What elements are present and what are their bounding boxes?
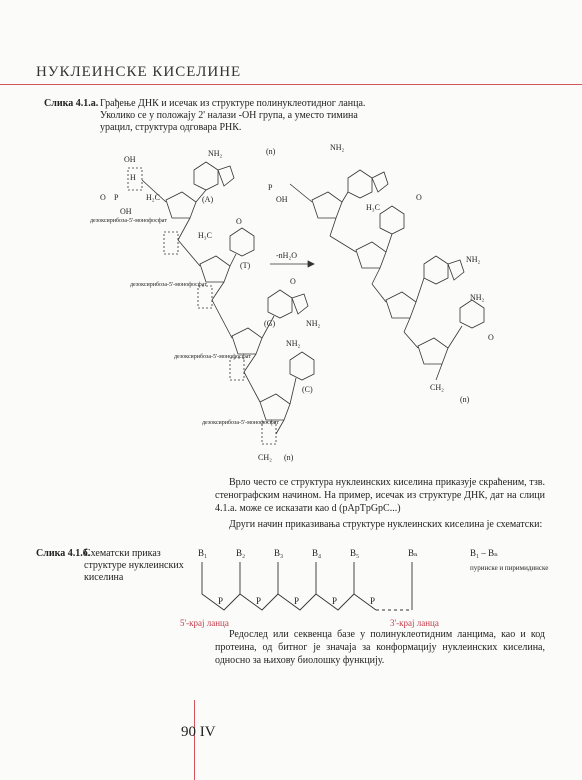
base-label-c: (C) xyxy=(302,385,313,394)
figure-2-schematic: B₁ B₂ B₃ B₄ B₅ Bₙ P P P P P B₁ – Bₙ пури… xyxy=(180,548,550,628)
paragraph-schematic: Други начин приказивања структуре нуклеи… xyxy=(229,519,543,530)
five-prime-end-label: 5'-крај ланца xyxy=(180,618,229,628)
svg-text:H₃C: H₃C xyxy=(366,203,380,212)
chain-unit-2 xyxy=(239,562,279,611)
page-header-title: НУКЛЕИНСКЕ КИСЕЛИНЕ xyxy=(36,64,242,80)
svg-text:(n): (n) xyxy=(266,147,276,156)
three-prime-end-label: 3'-крај ланца xyxy=(390,618,439,628)
reaction-condition: -nH₂O xyxy=(276,251,297,260)
legend-symbol: B₁ – Bₙ xyxy=(470,548,498,558)
base-label-g: (G) xyxy=(264,319,275,328)
svg-text:NH₂: NH₂ xyxy=(466,255,481,264)
paragraph-sequence: Редослед или секвенца базе у полинуклеот… xyxy=(215,629,545,666)
svg-text:P: P xyxy=(256,596,261,606)
figure-1-label: Слика 4.1.а. xyxy=(44,98,99,109)
sugar-ring-r4 xyxy=(417,337,449,365)
sugar-ring-r1 xyxy=(311,191,343,219)
svg-text:NH₂: NH₂ xyxy=(470,293,485,302)
base-ring-a xyxy=(193,161,219,191)
svg-text:CH₂: CH₂ xyxy=(258,453,272,462)
legend-text: пуринске и пиримидинске базе xyxy=(470,564,550,572)
svg-text:O: O xyxy=(488,333,494,342)
figure-2-label: Слика 4.1.б. xyxy=(36,548,91,559)
water-box-5 xyxy=(261,421,277,445)
svg-text:B₂: B₂ xyxy=(236,548,245,558)
svg-text:дезоксирибоза-5'-монофосфат: дезоксирибоза-5'-монофосфат xyxy=(202,419,279,426)
base-ring-ra xyxy=(347,169,373,199)
svg-text:(n): (n) xyxy=(284,453,294,462)
svg-text:P: P xyxy=(294,596,299,606)
base-ring-rg xyxy=(423,255,449,285)
base-ring-g xyxy=(267,289,293,319)
svg-text:O: O xyxy=(100,193,106,202)
svg-text:дезоксирибоза-5'-монофосфат: дезоксирибоза-5'-монофосфат xyxy=(174,353,251,360)
sugar-ring-3 xyxy=(231,327,263,355)
base-ring-rt xyxy=(379,205,405,235)
water-box-3 xyxy=(197,285,213,309)
svg-text:CH₂: CH₂ xyxy=(430,383,444,392)
svg-text:H₃C: H₃C xyxy=(198,231,212,240)
svg-text:P: P xyxy=(114,193,119,202)
svg-text:B₃: B₃ xyxy=(274,548,283,558)
svg-text:P: P xyxy=(218,596,223,606)
water-box-1 xyxy=(127,167,143,191)
margin-divider xyxy=(194,700,195,780)
chain-unit-5 xyxy=(353,562,377,611)
chain-unit-1 xyxy=(201,562,241,611)
base-label-a: (A) xyxy=(202,195,213,204)
sugar-ring-r2 xyxy=(355,241,387,269)
figure-1-caption: Грађење ДНК и исечак из структуре полину… xyxy=(100,98,366,133)
svg-text:дезоксирибоза-5'-монофосфат: дезоксирибоза-5'-монофосфат xyxy=(130,281,207,288)
page-number: 90 IV xyxy=(181,724,216,740)
svg-text:(n): (n) xyxy=(460,395,470,404)
svg-text:Bₙ: Bₙ xyxy=(408,548,418,558)
sugar-ring-4 xyxy=(259,393,291,421)
svg-text:P: P xyxy=(332,596,337,606)
svg-text:NH₂: NH₂ xyxy=(330,143,345,152)
chain-unit-4 xyxy=(315,562,355,611)
svg-text:дезоксирибоза-5'-монофосфат: дезоксирибоза-5'-монофосфат xyxy=(90,217,167,224)
base-label-t: (T) xyxy=(240,261,251,270)
svg-text:OH: OH xyxy=(276,195,288,204)
svg-text:H₂C: H₂C xyxy=(146,193,160,202)
chain-unit-3 xyxy=(277,562,317,611)
chapter-number: IV xyxy=(199,724,216,740)
svg-text:OH: OH xyxy=(120,207,132,216)
svg-text:H: H xyxy=(130,173,136,182)
base-ring-t xyxy=(229,227,255,257)
svg-text:O: O xyxy=(290,277,296,286)
svg-text:B₁: B₁ xyxy=(198,548,207,558)
water-box-2 xyxy=(163,231,179,255)
base-ring-c xyxy=(289,351,315,381)
svg-text:OH: OH xyxy=(124,155,136,164)
sugar-ring-2 xyxy=(199,255,231,283)
figure-2-caption: Схематски приказ структуре нуклеинских к… xyxy=(84,548,184,583)
figure-1-structures: O P OH H₂C NH₂ H OH (A) H₃C (T) O (G) O … xyxy=(90,143,494,462)
sugar-ring-1 xyxy=(165,191,197,219)
svg-text:NH₂: NH₂ xyxy=(286,339,301,348)
svg-text:P: P xyxy=(370,596,375,606)
base-ring-rc xyxy=(459,299,485,329)
water-box-4 xyxy=(229,357,245,381)
svg-text:NH₂: NH₂ xyxy=(306,319,321,328)
svg-text:P: P xyxy=(268,183,273,192)
paragraph-shorthand: Врло често се структура нуклеинских кисе… xyxy=(215,477,545,514)
svg-text:O: O xyxy=(416,193,422,202)
header-divider xyxy=(0,84,582,85)
svg-text:B₄: B₄ xyxy=(312,548,321,558)
svg-text:NH₂: NH₂ xyxy=(208,149,223,158)
svg-text:B₅: B₅ xyxy=(350,548,359,558)
svg-text:O: O xyxy=(236,217,242,226)
sugar-ring-r3 xyxy=(385,291,417,319)
